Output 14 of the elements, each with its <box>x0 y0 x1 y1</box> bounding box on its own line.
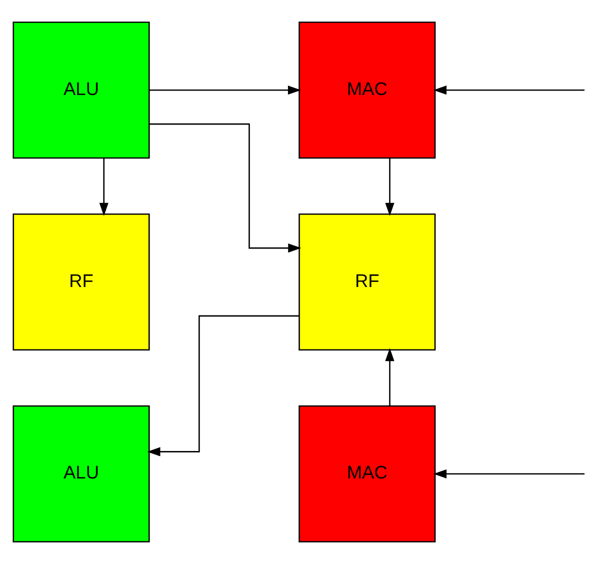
arrow <box>433 469 585 478</box>
node-box: ALU <box>12 405 150 542</box>
arrow <box>150 123 302 253</box>
arrow <box>385 158 394 216</box>
node-box: ALU <box>12 22 150 159</box>
node-box: RF <box>298 213 436 351</box>
arrow <box>99 158 108 216</box>
node-box: MAC <box>298 22 436 159</box>
arrow <box>433 86 585 95</box>
arrow <box>147 315 299 456</box>
arrow <box>385 348 394 406</box>
node-box: RF <box>12 213 150 351</box>
node-box: MAC <box>298 405 436 542</box>
arrow <box>149 86 302 95</box>
